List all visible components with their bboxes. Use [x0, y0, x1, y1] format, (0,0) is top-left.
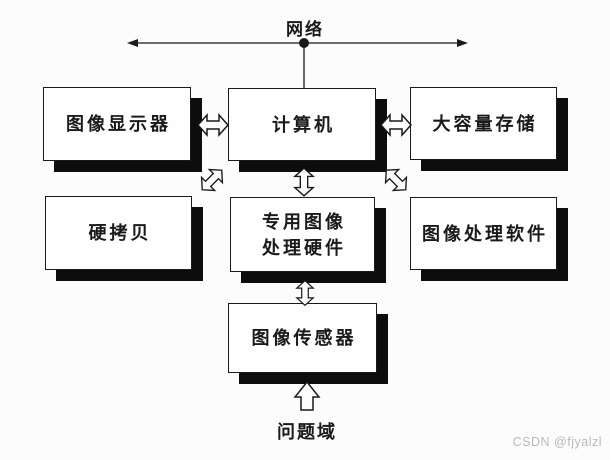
arrow-problem-domain-sensor	[294, 381, 320, 411]
node-computer-label: 计算机	[272, 114, 335, 135]
network-label: 网络	[286, 20, 324, 39]
node-specialized-hardware-label-line1: 专用图像	[262, 211, 346, 232]
node-image-sensor-label: 图像传感器	[251, 328, 357, 348]
node-computer: 计算机	[228, 88, 376, 161]
node-image-sensor: 图像传感器	[228, 303, 377, 373]
arrow-computer-software-diagonal	[379, 163, 413, 197]
node-specialized-hardware: 专用图像 处理硬件	[230, 197, 375, 272]
node-hardcopy: 硬拷贝	[45, 196, 192, 270]
arrow-display-computer	[197, 114, 229, 136]
node-image-processing-software-label: 图像处理软件	[422, 223, 548, 244]
arrow-computer-hardware	[294, 167, 314, 197]
bus-left-arrowhead	[127, 39, 138, 47]
node-image-display-label: 图像显示器	[66, 114, 171, 134]
arrow-computer-storage	[380, 114, 412, 136]
node-mass-storage-label: 大容量存储	[432, 113, 538, 134]
arrow-hardware-sensor	[296, 280, 314, 306]
arrow-hardcopy-computer-diagonal	[195, 163, 229, 197]
node-mass-storage: 大容量存储	[410, 87, 557, 160]
node-image-processing-software: 图像处理软件	[410, 197, 557, 270]
node-specialized-hardware-label-line2: 处理硬件	[262, 237, 346, 258]
csdn-watermark: CSDN @fjyalzl	[512, 435, 602, 449]
problem-domain-label: 问题域	[277, 422, 337, 442]
node-hardcopy-label: 硬拷贝	[88, 223, 152, 243]
network-bus-line	[127, 38, 468, 88]
node-image-display: 图像显示器	[43, 87, 191, 161]
bus-right-arrowhead	[457, 39, 468, 47]
